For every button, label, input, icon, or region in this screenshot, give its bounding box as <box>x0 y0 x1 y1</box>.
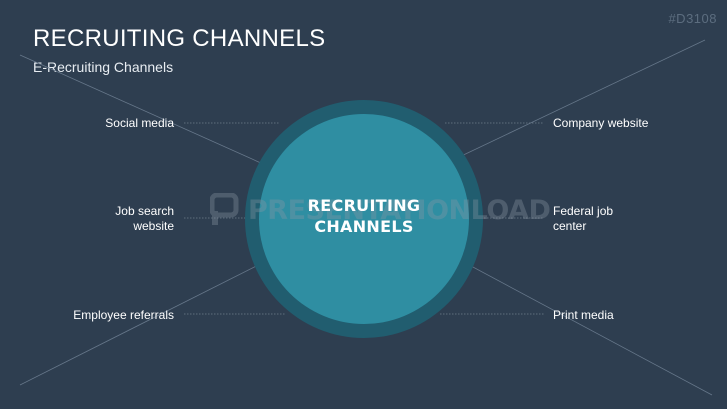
channel-label-social-media: Social media <box>105 116 174 130</box>
channel-label-employee-referrals: Employee referrals <box>73 308 174 322</box>
channel-label-print-media: Print media <box>553 308 614 322</box>
inner-circle <box>259 114 469 324</box>
slide-code: #D3108 <box>668 11 717 26</box>
center-label-line2: CHANNELS <box>314 217 414 236</box>
watermark-text: PRESENTATIONLOAD <box>248 194 551 226</box>
slide-subtitle: E-Recruiting Channels <box>33 59 174 75</box>
watermark-logo-icon <box>209 192 240 227</box>
channel-label-federal-job-center: Federal job center <box>553 204 614 233</box>
center-label-line1: RECRUITING <box>307 196 421 215</box>
channel-label-company-website: Company website <box>553 116 649 130</box>
slide-title: RECRUITING CHANNELS <box>33 25 326 52</box>
channel-label-job-search-website: Job search website <box>115 204 174 233</box>
watermark: PRESENTATIONLOAD <box>209 190 551 230</box>
center-label: RECRUITING CHANNELS <box>259 195 469 237</box>
